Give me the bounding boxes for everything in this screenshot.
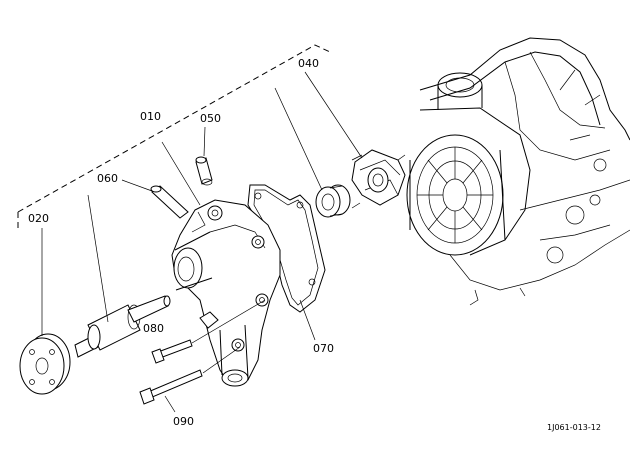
assembly-boundary bbox=[17, 44, 331, 232]
leader-040 bbox=[304, 71, 363, 159]
label-010: 010 bbox=[140, 110, 161, 123]
shaft-bearing bbox=[74, 295, 171, 358]
bolt-090 bbox=[139, 369, 203, 405]
leader-090 bbox=[164, 395, 176, 413]
label-090: 090 bbox=[173, 415, 194, 428]
bolt-080 bbox=[151, 339, 193, 364]
pipe-060 bbox=[150, 185, 189, 219]
engine-block bbox=[406, 37, 630, 306]
leader-080-axis bbox=[191, 299, 266, 344]
leader-seal bbox=[274, 87, 323, 191]
label-080: 080 bbox=[143, 322, 164, 335]
leader-070 bbox=[299, 299, 316, 341]
pipe-050 bbox=[195, 156, 213, 186]
label-070: 070 bbox=[313, 342, 334, 355]
leader-050 bbox=[203, 126, 206, 157]
leader-060 bbox=[121, 179, 153, 192]
label-060: 060 bbox=[97, 172, 118, 185]
pump-body bbox=[171, 199, 281, 387]
label-040: 040 bbox=[298, 57, 319, 70]
figure-code: 1J061-013-12 bbox=[547, 423, 601, 432]
leader-shaft bbox=[87, 194, 109, 323]
flange-hub bbox=[19, 333, 71, 395]
label-050: 050 bbox=[200, 112, 221, 125]
impeller bbox=[351, 149, 406, 209]
mechanical-seal bbox=[315, 184, 351, 218]
leader-090-axis bbox=[202, 346, 241, 374]
label-020: 020 bbox=[28, 212, 49, 225]
leader-010 bbox=[161, 141, 201, 206]
